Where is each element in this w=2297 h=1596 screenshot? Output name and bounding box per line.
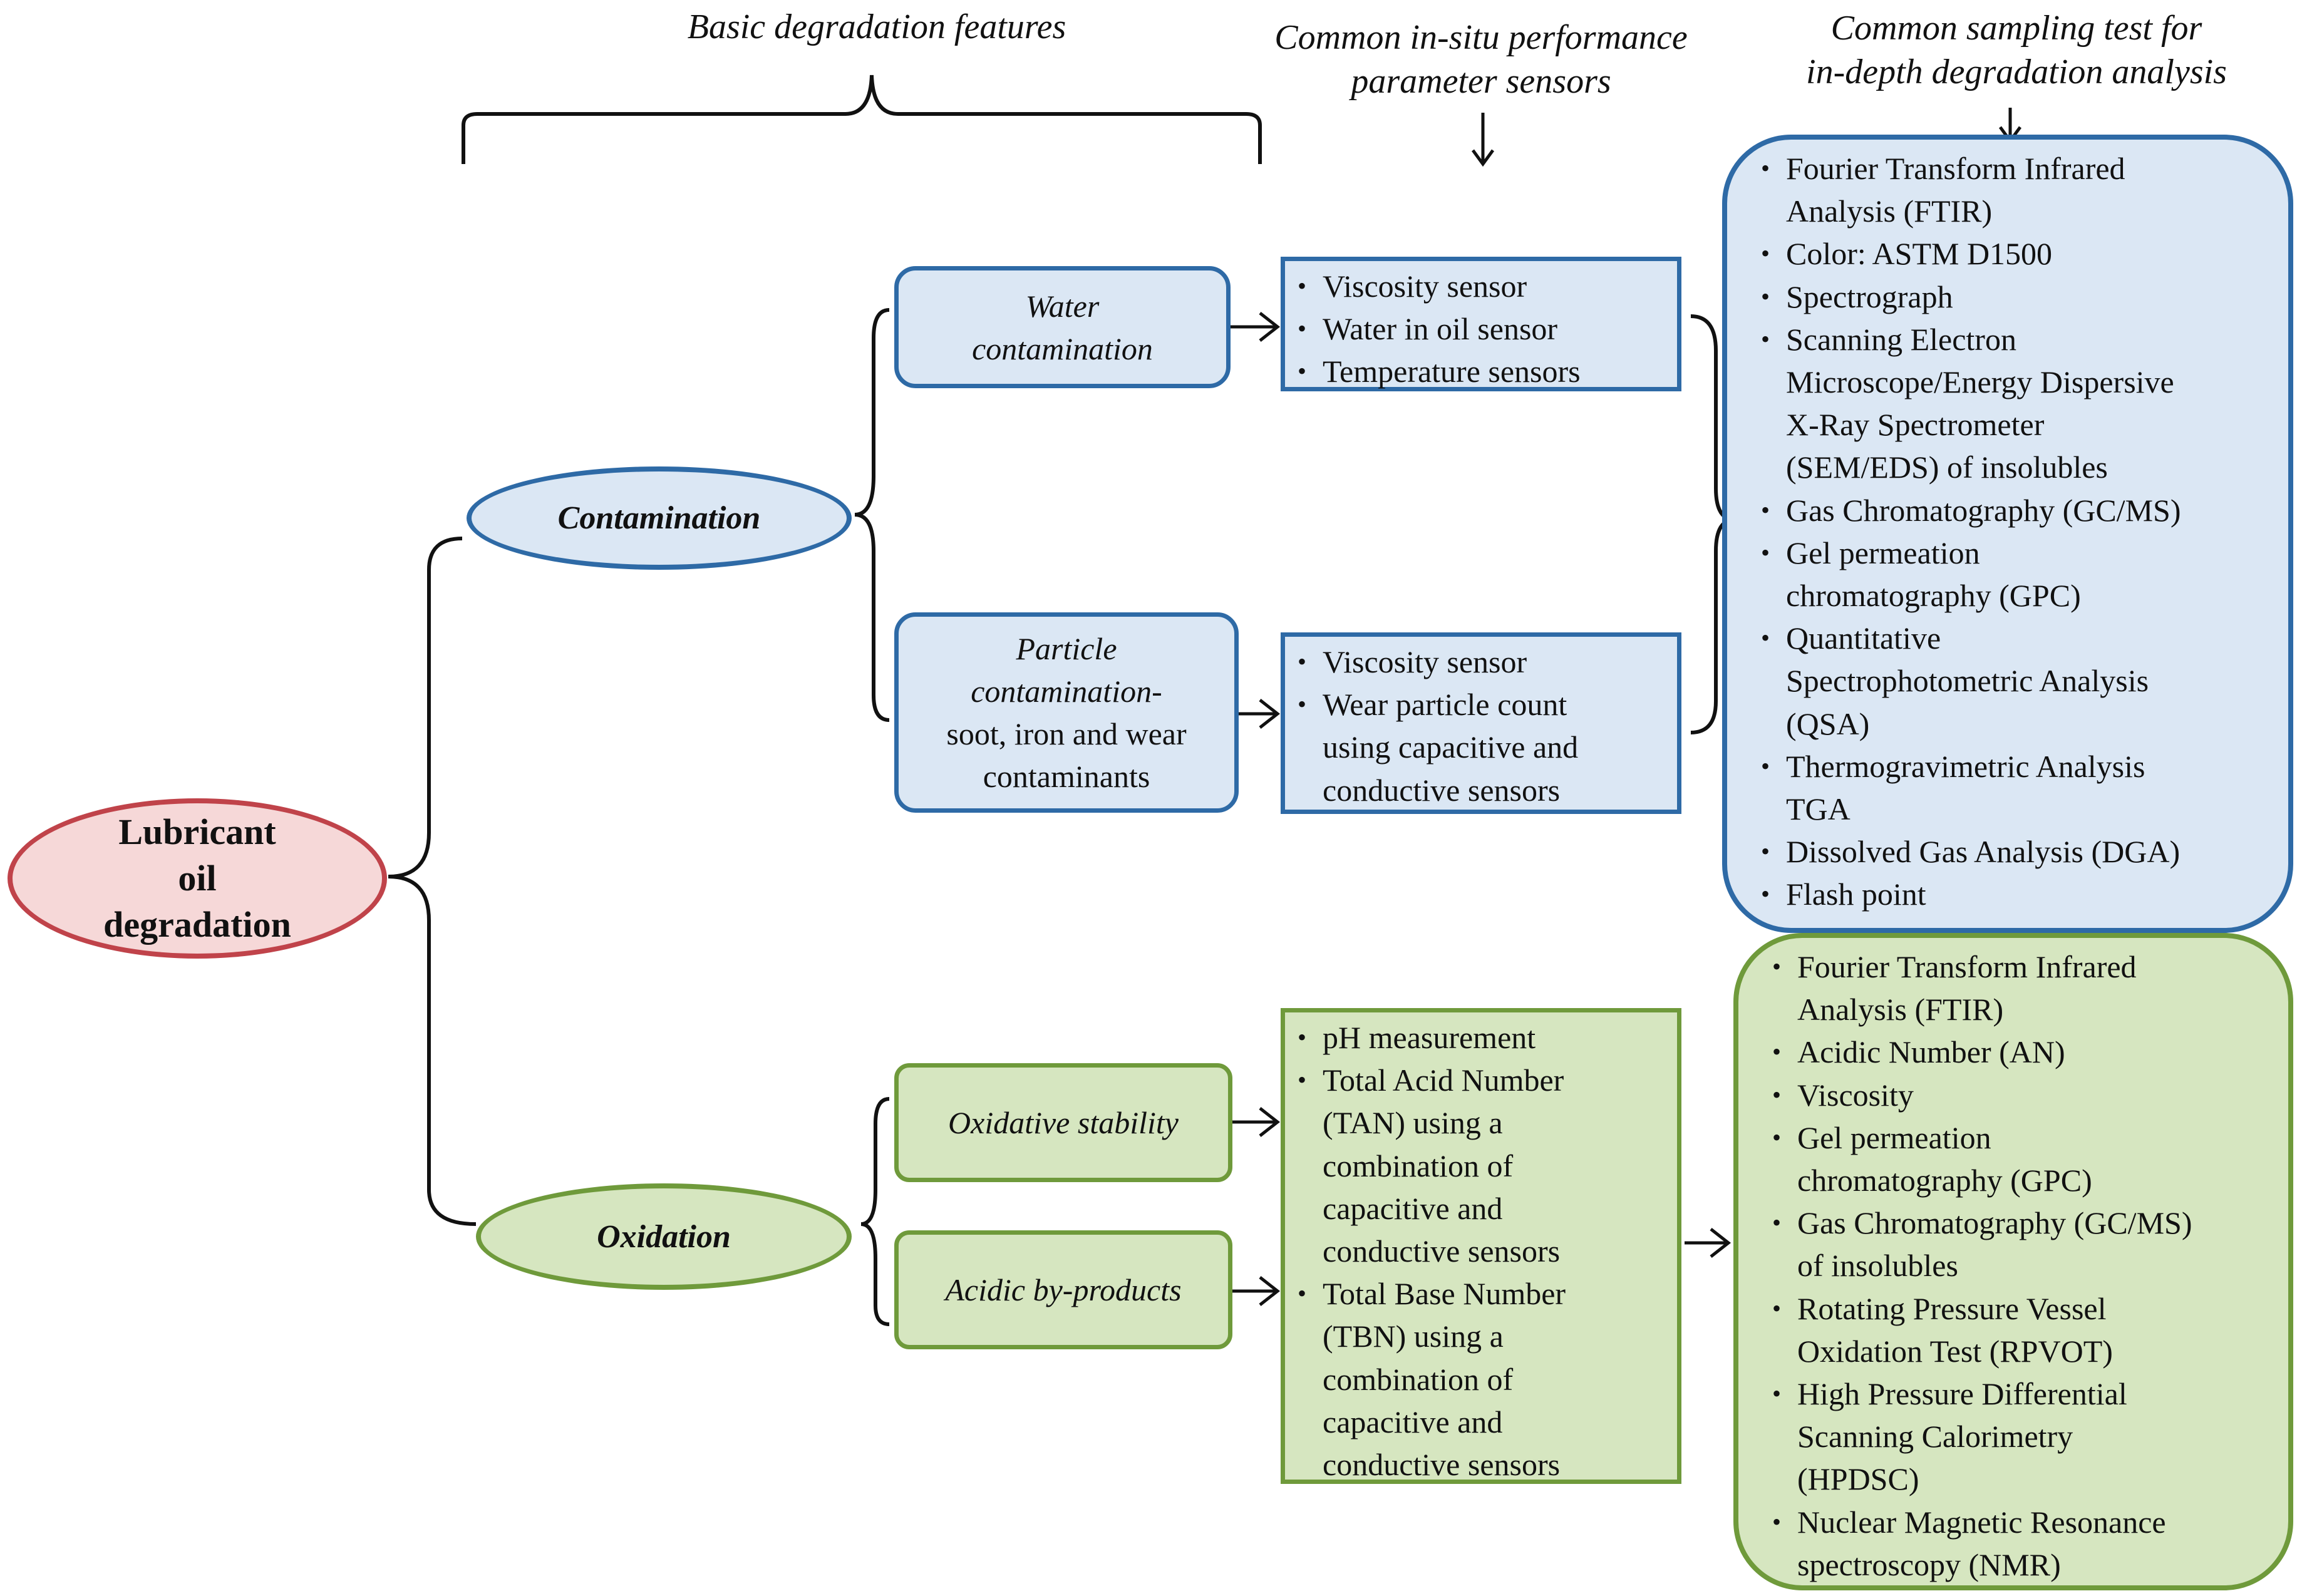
list-item: Viscosity sensor — [1294, 265, 1668, 307]
header-insitu-sensors: Common in-situ performance parameter sen… — [1199, 16, 1763, 103]
list-item: Water in oil sensor — [1294, 307, 1668, 350]
root-line3: degradation — [103, 904, 291, 945]
header-insitu-line1: Common in-situ performance — [1274, 18, 1688, 57]
feature-water-contamination: Water contamination — [894, 266, 1231, 388]
feature-particle-line1: Particle — [1016, 631, 1117, 666]
feature-acidic-byproducts: Acidic by-products — [894, 1230, 1232, 1349]
root-brace — [388, 537, 477, 1226]
sensors-particle-list: Viscosity sensor Wear particle count usi… — [1294, 641, 1668, 811]
feature-acidic-byproducts-label: Acidic by-products — [945, 1272, 1182, 1307]
sampling-oxidation: Fourier Transform Infrared Analysis (FTI… — [1733, 933, 2293, 1590]
list-item: Spectrograph — [1757, 275, 2269, 318]
list-item: Nuclear Magnetic Resonance — [1768, 1501, 2269, 1543]
list-item-continuation: (QSA) — [1786, 706, 1870, 741]
root-line2: oil — [178, 858, 217, 898]
list-item-continuation: (TBN) using a — [1323, 1319, 1504, 1354]
list-item-continuation: of insolubles — [1797, 1248, 1958, 1284]
list-item-continuation: (HPDSC) — [1797, 1461, 1919, 1497]
list-item-continuation: capacitive and — [1323, 1190, 1503, 1226]
sampling-contamination: Fourier Transform Infrared Analysis (FTI… — [1722, 135, 2293, 933]
root-lubricant-oil-degradation: Lubricant oil degradation — [8, 798, 387, 959]
oxidation-brace — [860, 1097, 890, 1326]
sampling-oxidation-list: Fourier Transform Infrared Analysis (FTI… — [1768, 945, 2269, 1586]
list-item: High Pressure Differential — [1768, 1372, 2269, 1415]
list-item: Gel permeation — [1757, 532, 2269, 574]
category-contamination-label: Contamination — [557, 500, 761, 536]
list-item: Dissolved Gas Analysis (DGA) — [1757, 830, 2269, 873]
header-insitu-line2: parameter sensors — [1351, 62, 1611, 101]
list-item-continuation: Analysis (FTIR) — [1797, 992, 2004, 1027]
feature-oxidative-stability: Oxidative stability — [894, 1063, 1232, 1182]
sensors-water-list: Viscosity sensor Water in oil sensor Tem… — [1294, 265, 1668, 393]
category-oxidation-label: Oxidation — [597, 1218, 731, 1255]
list-item-continuation: combination of — [1323, 1148, 1514, 1183]
list-item-continuation: Spectrophotometric Analysis — [1786, 663, 2149, 699]
root-line1: Lubricant — [118, 811, 276, 852]
list-item-continuation: X-Ray Spectrometer — [1786, 407, 2045, 443]
list-item: Total Base Number — [1294, 1272, 1668, 1315]
list-item-continuation: using capacitive and — [1323, 729, 1579, 765]
list-item-continuation: chromatography (GPC) — [1797, 1163, 2092, 1198]
feature-particle-line3: soot, iron and wear — [946, 716, 1187, 751]
contamination-brace — [854, 308, 890, 722]
sensors-particle: Viscosity sensor Wear particle count usi… — [1281, 632, 1681, 814]
list-item: Scanning Electron — [1757, 318, 2269, 361]
header-sampling-line2: in-depth degradation analysis — [1806, 53, 2227, 91]
feature-oxidative-stability-label: Oxidative stability — [948, 1105, 1179, 1140]
list-item-continuation: Microscope/Energy Dispersive — [1786, 364, 2174, 400]
header-basic-features: Basic degradation features — [687, 8, 1066, 46]
header-sampling-tests: Common sampling test for in-depth degrad… — [1747, 6, 2286, 94]
list-item-continuation: Oxidation Test (RPVOT) — [1797, 1333, 2113, 1369]
feature-particle-contamination: Particle contamination- soot, iron and w… — [894, 612, 1239, 813]
list-item-continuation: capacitive and — [1323, 1404, 1503, 1439]
list-item: Thermogravimetric Analysis — [1757, 745, 2269, 788]
list-item-continuation: chromatography (GPC) — [1786, 578, 2081, 614]
list-item: Gas Chromatography (GC/MS) — [1757, 489, 2269, 532]
list-item: Temperature sensors — [1294, 350, 1668, 393]
list-item-continuation: Scanning Calorimetry — [1797, 1419, 2073, 1454]
sensors-oxidation-list: pH measurement Total Acid Number (TAN) u… — [1294, 1016, 1668, 1486]
feature-water-line1: Water — [1025, 288, 1100, 324]
list-item: Fourier Transform Infrared — [1757, 147, 2269, 190]
sampling-contamination-list: Fourier Transform Infrared Analysis (FTI… — [1757, 147, 2269, 916]
sensors-water: Viscosity sensor Water in oil sensor Tem… — [1281, 257, 1681, 393]
list-item-continuation: TGA — [1786, 791, 1851, 827]
list-item-continuation: conductive sensors — [1323, 1233, 1561, 1269]
list-item-continuation: conductive sensors — [1323, 772, 1561, 808]
header-sampling-line1: Common sampling test for — [1830, 9, 2202, 48]
list-item: Total Acid Number — [1294, 1059, 1668, 1101]
list-item: Wear particle count — [1294, 683, 1668, 726]
list-item-continuation: Analysis (FTIR) — [1786, 193, 1993, 229]
list-item: Rotating Pressure Vessel — [1768, 1287, 2269, 1330]
list-item-continuation: combination of — [1323, 1361, 1514, 1397]
list-item-continuation: spectroscopy (NMR) — [1797, 1547, 2061, 1582]
list-item: Gas Chromatography (GC/MS) — [1768, 1202, 2269, 1244]
category-oxidation: Oxidation — [476, 1183, 852, 1290]
header-brace — [462, 75, 1262, 164]
list-item-continuation: (SEM/EDS) of insolubles — [1786, 450, 2108, 485]
list-item: pH measurement — [1294, 1016, 1668, 1059]
list-item-continuation: conductive sensors — [1323, 1447, 1561, 1483]
list-item: Acidic Number (AN) — [1768, 1031, 2269, 1073]
list-item: Viscosity — [1768, 1074, 2269, 1116]
feature-particle-line4: contaminants — [983, 759, 1150, 794]
category-contamination: Contamination — [467, 466, 852, 570]
list-item: Quantitative — [1757, 617, 2269, 659]
feature-particle-line2: contamination- — [971, 674, 1162, 709]
list-item: Fourier Transform Infrared — [1768, 945, 2269, 988]
feature-water-line2: contamination — [972, 331, 1153, 366]
list-item: Color: ASTM D1500 — [1757, 232, 2269, 275]
list-item: Viscosity sensor — [1294, 641, 1668, 683]
sensors-oxidation: pH measurement Total Acid Number (TAN) u… — [1281, 1008, 1681, 1484]
list-item: Gel permeation — [1768, 1116, 2269, 1159]
list-item-continuation: (TAN) using a — [1323, 1105, 1503, 1141]
list-item: Flash point — [1757, 873, 2269, 915]
